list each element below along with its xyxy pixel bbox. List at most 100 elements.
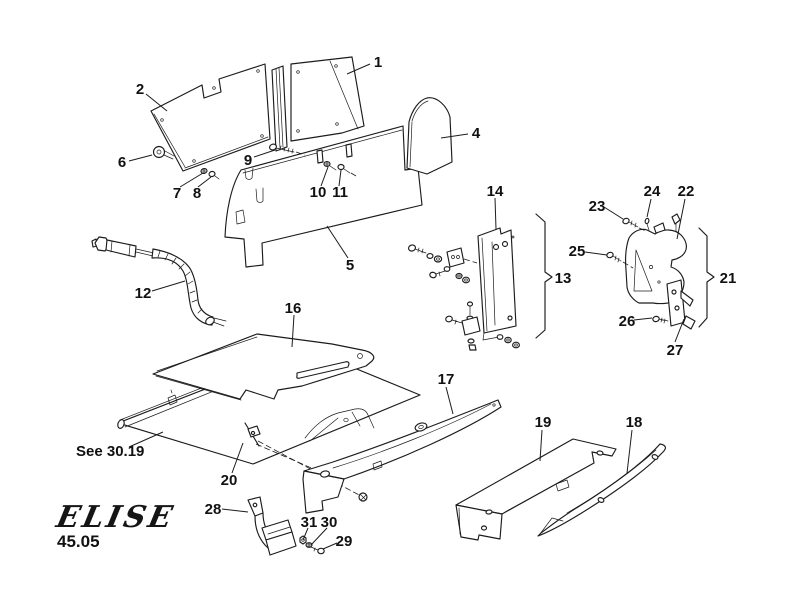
panel2-hole — [256, 69, 260, 73]
group-bracket-13 — [535, 213, 553, 339]
fastener-9-bolt — [268, 143, 306, 156]
panel1-strip — [271, 65, 288, 152]
callout-2: 2 — [136, 81, 144, 98]
hose-cylinder-bands — [110, 240, 131, 257]
leader-8 — [197, 176, 212, 188]
panel18-crease — [566, 449, 657, 514]
leader-5 — [326, 225, 349, 259]
callout-7: 7 — [173, 185, 181, 202]
hose-tube — [151, 248, 214, 326]
panel1-hole — [296, 129, 300, 133]
sheet-outline — [152, 333, 375, 400]
leader-9 — [253, 149, 276, 158]
roll-end-cap — [117, 419, 125, 429]
callout-18: 18 — [626, 414, 643, 431]
sill-front-face — [302, 470, 345, 514]
sill-hole-1-inner — [418, 425, 424, 429]
callout-16: 16 — [285, 300, 302, 317]
bracket14-hole — [511, 235, 515, 239]
panel19-tab — [555, 479, 570, 492]
bracket14-hole — [492, 243, 500, 251]
bracket14-hole — [501, 240, 509, 248]
leader-7 — [179, 172, 204, 188]
fastener-11-screw — [337, 163, 357, 177]
callout-30: 30 — [321, 514, 338, 531]
callout-13: 13 — [555, 270, 572, 287]
fasteners-6-to-11 — [152, 143, 357, 180]
roll-fitting — [167, 389, 178, 406]
leader-26 — [633, 317, 653, 321]
part-22-shield-assembly — [606, 213, 696, 330]
see-reference-note: See 30.19 — [76, 443, 144, 460]
panel19-hole-1 — [596, 450, 604, 456]
callout-14: 14 — [487, 183, 504, 200]
leader-2 — [145, 93, 168, 112]
callout-5: 5 — [346, 257, 354, 274]
part-14-bracket-assembly — [407, 227, 520, 351]
panel1-fold — [329, 60, 359, 130]
part-1-panel — [271, 56, 365, 152]
leader-11 — [338, 169, 342, 187]
callout-6: 6 — [118, 154, 126, 171]
callout-19: 19 — [535, 414, 552, 431]
sheet-hole — [357, 353, 363, 359]
panel1-hole — [334, 64, 338, 68]
callout-12: 12 — [135, 285, 152, 302]
panel19-thickness — [504, 462, 595, 513]
sill-tip-hole — [492, 403, 496, 407]
part-19-panel — [455, 438, 617, 541]
part-12-hose — [91, 236, 227, 327]
sheet-slot — [296, 361, 350, 379]
part-18-panel — [537, 443, 666, 537]
panel1-hole — [335, 122, 339, 126]
leader-17 — [445, 386, 454, 415]
callout-10: 10 — [310, 184, 327, 201]
hose-wires — [212, 317, 227, 327]
hose-open-end — [205, 316, 215, 326]
part-20-clip — [244, 422, 362, 497]
leader-27 — [674, 318, 685, 343]
fastener-7-washer — [200, 167, 208, 175]
panel19-hole-3 — [480, 525, 488, 531]
fastener-24-pin — [644, 217, 650, 231]
shield22-hook — [671, 213, 681, 225]
panel18-hole-2 — [597, 497, 605, 503]
shield22-top-tab — [653, 222, 666, 234]
callout-4: 4 — [472, 125, 481, 142]
hose-cylinder — [105, 239, 137, 258]
leader-22 — [676, 198, 686, 240]
leader-18 — [626, 429, 633, 474]
elise-logo: ELISE — [52, 500, 178, 535]
bracket28-bend — [267, 526, 291, 535]
panel19-hole-2 — [485, 509, 493, 515]
part-27-bracket — [666, 279, 696, 330]
panel4-outline — [406, 97, 453, 175]
panel5-outline — [224, 125, 423, 268]
floor-panel-hump — [304, 408, 375, 442]
leader-see-ref — [128, 431, 164, 448]
shield22-hole — [657, 280, 661, 284]
panel5-square-hole — [235, 209, 246, 225]
leader-28 — [221, 508, 249, 513]
leader-12 — [151, 280, 186, 292]
bracket14-flange — [482, 332, 500, 341]
panel18-hole-1 — [651, 454, 659, 460]
leader-31 — [302, 527, 309, 541]
part-28-bracket-assembly — [247, 496, 325, 556]
fastener-8-screw — [208, 170, 220, 180]
panel2-hole — [212, 86, 216, 90]
callout-25: 25 — [569, 243, 586, 260]
callout-8: 8 — [193, 185, 201, 202]
callout-22: 22 — [678, 183, 695, 200]
sheet-thickness — [155, 336, 258, 401]
sill-screw-symbol — [358, 492, 368, 502]
fastener-23-screw — [622, 217, 647, 232]
bracket28-hole — [252, 502, 258, 508]
leader-24 — [646, 198, 652, 218]
clip-alignment-line-a — [255, 443, 324, 474]
bracket28-foot-face — [265, 531, 297, 556]
fastener-25-screw — [606, 251, 634, 269]
leader-30 — [310, 527, 328, 546]
